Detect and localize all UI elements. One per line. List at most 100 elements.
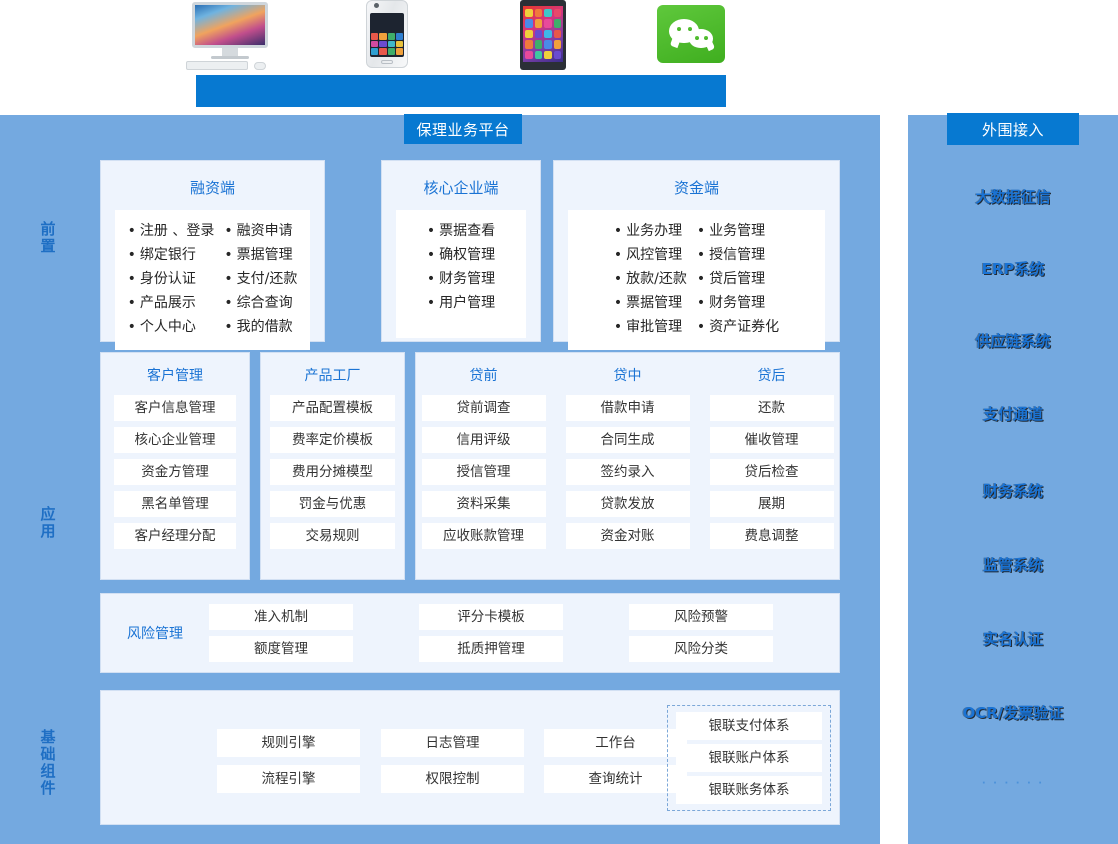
app-chip[interactable]: 合同生成 [565, 427, 690, 453]
front-item-column: 业务管理授信管理贷后管理财务管理资产证券化 [697, 220, 779, 338]
external-access-item[interactable]: OCR/发票验证 [962, 704, 1064, 722]
app-chip[interactable]: 信用评级 [421, 427, 546, 453]
front-item[interactable]: 综合查询 [224, 292, 297, 314]
phone-app-dot [371, 48, 379, 55]
risk-chip-column: 准入机制额度管理 [209, 604, 353, 662]
front-item[interactable]: 授信管理 [697, 244, 779, 266]
app-chip[interactable]: 资金对账 [565, 523, 690, 549]
base-chip-column: 工作台查询统计 [544, 729, 687, 793]
front-item[interactable]: 我的借款 [224, 316, 297, 338]
front-item[interactable]: 票据查看 [427, 220, 495, 242]
monitor-base [211, 56, 249, 59]
base-chip[interactable]: 日志管理 [381, 729, 524, 757]
external-access-item[interactable]: 大数据征信 [975, 188, 1051, 206]
front-item[interactable]: 贷后管理 [697, 268, 779, 290]
loan-stage-title: 贷中 [613, 368, 642, 384]
app-chip[interactable]: 借款申请 [565, 395, 690, 421]
front-item[interactable]: 个人中心 [128, 316, 215, 338]
unionpay-chip[interactable]: 银联账务体系 [676, 776, 822, 804]
base-chip-column: 日志管理权限控制 [381, 729, 524, 793]
app-card-customer-management: 客户管理 客户信息管理核心企业管理资金方管理黑名单管理客户经理分配 [100, 352, 250, 580]
base-chip[interactable]: 权限控制 [381, 765, 524, 793]
front-item[interactable]: 确权管理 [427, 244, 495, 266]
app-chip[interactable]: 核心企业管理 [114, 427, 236, 453]
front-item[interactable]: 注册 、登录 [128, 220, 214, 242]
front-item[interactable]: 产品展示 [128, 292, 215, 314]
front-item[interactable]: 票据管理 [614, 292, 687, 314]
phone-app-dot [371, 33, 379, 40]
phone-app-dot [371, 40, 379, 48]
risk-management-row: 风险管理 准入机制额度管理评分卡模板抵质押管理风险预警风险分类 [100, 593, 840, 673]
front-item-column: 业务办理风控管理放款/还款票据管理审批管理 [614, 220, 687, 338]
risk-chip[interactable]: 评分卡模板 [419, 604, 563, 630]
wechat-eye-2 [688, 27, 692, 31]
front-item[interactable]: 票据管理 [224, 244, 297, 266]
app-chip[interactable]: 贷前调查 [421, 395, 546, 421]
phone-camera [374, 3, 379, 8]
unionpay-chip[interactable]: 银联账户体系 [676, 744, 822, 772]
risk-chip[interactable]: 额度管理 [209, 636, 353, 662]
front-item[interactable]: 资产证券化 [697, 316, 779, 338]
front-item[interactable]: 用户管理 [427, 292, 495, 314]
risk-chip[interactable]: 风险分类 [629, 636, 773, 662]
external-access-item[interactable]: 财务系统 [982, 482, 1043, 500]
app-chip[interactable]: 还款 [709, 395, 834, 421]
app-chip[interactable]: 授信管理 [421, 459, 546, 485]
front-item[interactable]: 放款/还款 [614, 268, 687, 290]
external-access-panel [908, 115, 1118, 844]
external-access-item[interactable]: ERP系统 [981, 260, 1045, 278]
loan-stage-titles: 贷前贷中贷后 [416, 365, 839, 385]
front-item[interactable]: 身份认证 [128, 268, 215, 290]
front-item[interactable]: 绑定银行 [128, 244, 215, 266]
base-chip[interactable]: 工作台 [544, 729, 687, 757]
app-chip[interactable]: 交易规则 [270, 523, 395, 549]
app-chip[interactable]: 黑名单管理 [114, 491, 236, 517]
front-item[interactable]: 业务办理 [614, 220, 687, 242]
external-access-item[interactable]: 支付通道 [982, 405, 1043, 423]
external-access-item[interactable]: 实名认证 [982, 630, 1043, 648]
unionpay-chip[interactable]: 银联支付体系 [676, 712, 822, 740]
app-chip[interactable]: 应收账款管理 [421, 523, 546, 549]
risk-chip[interactable]: 风险预警 [629, 604, 773, 630]
front-item[interactable]: 融资申请 [224, 220, 297, 242]
front-item[interactable]: 业务管理 [697, 220, 779, 242]
app-chip[interactable]: 客户经理分配 [114, 523, 236, 549]
loan-stage-column: 还款催收管理贷后检查展期费息调整 [709, 395, 834, 549]
base-chip[interactable]: 流程引擎 [217, 765, 360, 793]
base-chip[interactable]: 查询统计 [544, 765, 687, 793]
phone-app-dot [395, 40, 403, 48]
app-chip[interactable]: 催收管理 [709, 427, 834, 453]
phone-app-dot [387, 40, 395, 48]
risk-chip[interactable]: 准入机制 [209, 604, 353, 630]
risk-chip[interactable]: 抵质押管理 [419, 636, 563, 662]
front-item[interactable]: 审批管理 [614, 316, 687, 338]
app-chip[interactable]: 费息调整 [709, 523, 834, 549]
tablet-app-dot [553, 50, 561, 59]
tablet-app-dot [553, 19, 561, 28]
app-chip[interactable]: 资金方管理 [114, 459, 236, 485]
base-chip[interactable]: 规则引擎 [217, 729, 360, 757]
tablet-app-dot [534, 19, 542, 28]
app-chip[interactable]: 罚金与优惠 [270, 491, 395, 517]
app-chip[interactable]: 费率定价模板 [270, 427, 395, 453]
front-item[interactable]: 支付/还款 [224, 268, 298, 290]
app-chip[interactable]: 资料采集 [421, 491, 546, 517]
front-item[interactable]: 财务管理 [697, 292, 779, 314]
external-access-item[interactable]: 供应链系统 [975, 332, 1051, 350]
loan-stage-column: 贷前调查信用评级授信管理资料采集应收账款管理 [421, 395, 546, 549]
tab-platform-title: 保理业务平台 [404, 114, 522, 144]
app-chip[interactable]: 签约录入 [565, 459, 690, 485]
app-chip[interactable]: 展期 [709, 491, 834, 517]
app-chip[interactable]: 贷后检查 [709, 459, 834, 485]
app-chip[interactable]: 客户信息管理 [114, 395, 236, 421]
front-card-financing: 融资端 注册 、登录绑定银行身份认证产品展示个人中心融资申请票据管理支付/还款综… [100, 160, 325, 350]
app-chip[interactable]: 费用分摊模型 [270, 459, 395, 485]
front-item[interactable]: 财务管理 [427, 268, 495, 290]
app-chip[interactable]: 产品配置模板 [270, 395, 395, 421]
external-access-item[interactable]: 监管系统 [982, 556, 1043, 574]
front-card-title: 核心企业端 [423, 179, 499, 197]
front-item[interactable]: 风控管理 [614, 244, 687, 266]
app-chip[interactable]: 贷款发放 [565, 491, 690, 517]
external-access-item[interactable]: · · · · · · [981, 778, 1045, 789]
wechat-eye-4 [704, 36, 708, 40]
